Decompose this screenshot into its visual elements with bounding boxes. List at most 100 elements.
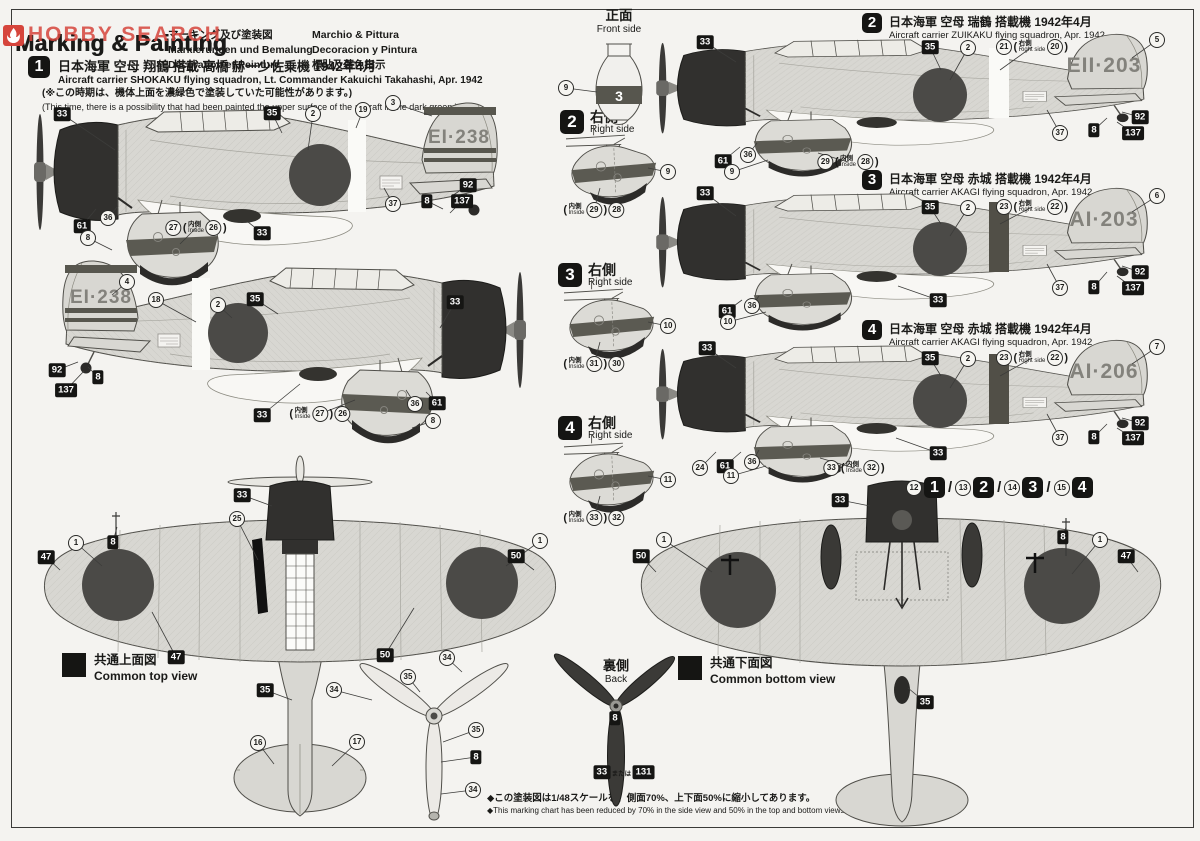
callout: 33 [831,493,849,507]
section2-header: 2 日本海軍 空母 瑞鶴 搭載機 1942年4月 Aircraft carrie… [862,13,1105,41]
callout: 92 [1131,265,1149,279]
common-top-view [43,455,557,817]
callout: 36 [407,396,423,412]
callout: 33 [929,446,947,460]
strip-circle-number: 12 [906,479,922,496]
callout: 8 [92,370,104,384]
callout: 92 [459,178,477,192]
callout: 2 [960,351,976,367]
callout: 35 [921,40,939,54]
callout: 137 [55,383,77,397]
section4-title-jp: 日本海軍 空母 赤城 搭載機 1942年4月 [889,322,1092,336]
aircraft4-side-view: AI·206 [655,339,1149,484]
callout: 33 [253,226,271,240]
legend-swatch-top [62,653,86,677]
callout: 34 [326,682,342,698]
section3-number: 3 [862,170,882,190]
strip-circle-number: 15 [1053,479,1070,496]
callout: 47 [1117,549,1135,563]
callout: 8 [470,750,482,764]
right-side-header-3: 3 右側 Right side [558,263,632,288]
callout: 24 [692,460,708,476]
callout: 35 [263,106,281,120]
bomb-band-mark: 3 [615,88,623,104]
strip-scheme-number: 3 [1022,477,1044,498]
callout: 37 [385,196,401,212]
callout: 3 [385,95,401,111]
callout: 35 [246,292,264,306]
callout: 50 [507,549,525,563]
header-translations-2: Marchio & Pittura Decoracion y Pintura 標… [312,29,418,72]
callout: 47 [167,650,185,664]
back-view-header: 裏側 Back [602,658,629,685]
section2-title-en: Aircraft carrier ZUIKAKU flying squadron… [889,30,1105,41]
section1-title-en: Aircraft carrier SHOKAKU flying squadron… [58,75,483,86]
watermark-text: HOBBY SEARCH [28,23,222,46]
callout: 35 [921,200,939,214]
section1-note: (※この時期は、機体上面を濃緑色で塗装していた可能性があります。) (This … [42,88,458,112]
callout: 37 [1052,125,1068,141]
callout: 33 [446,295,464,309]
callout: 33 [53,107,71,121]
legend-common-bottom-view: 共通下面図 Common bottom view [678,656,835,686]
callout: 35 [916,695,934,709]
callout: 11 [660,472,676,488]
callout: 8 [421,194,433,208]
tail-code-1a: EI·238 [428,127,490,148]
callout: 8 [609,711,621,725]
callout: 92 [1131,416,1149,430]
callout: 36 [744,454,760,470]
callout: 33 [696,35,714,49]
hobbysearch-watermark: HOBBY SEARCH [3,23,222,47]
callout: 1 [656,532,672,548]
callout: 2 [210,297,226,313]
aircraft3-side-view: AI·203 [655,187,1149,332]
callout: 4 [119,274,135,290]
page-title: Marking & Painting [15,30,227,56]
strip-scheme-number: 4 [1071,477,1093,498]
callout: 47 [37,550,55,564]
callout: 11 [723,468,739,484]
callout: 33 [698,341,716,355]
callout: 2 [960,200,976,216]
front-side-bomb-detail: 3 [595,43,643,125]
tail-code-3: AI·203 [1069,208,1138,231]
section3-header: 3 日本海軍 空母 赤城 搭載機 1942年4月 Aircraft carrie… [862,170,1092,198]
callout: 33 [233,488,251,502]
tail-code-4: AI·206 [1069,360,1138,383]
callout: 35 [921,351,939,365]
aircraft1-side-view-left: EI·238 [33,101,499,287]
section2-title-jp: 日本海軍 空母 瑞鶴 搭載機 1942年4月 [889,15,1092,29]
right-side-header-4: 4 右側 Right side [558,416,632,441]
callout: 2 [960,40,976,56]
callout: 33 [929,293,947,307]
callout: 1 [68,535,84,551]
callout: 50 [632,549,650,563]
callout: 7 [1149,339,1165,355]
callout: 8 [80,230,96,246]
callout: 6 [1149,188,1165,204]
callout: 137 [1122,281,1144,295]
aircraft2-side-view: EII·203 [655,33,1149,178]
section4-number: 4 [862,320,882,340]
callout: 25 [229,511,245,527]
callout: 33 [696,186,714,200]
callout: 10 [660,318,676,334]
callout: 2 [305,106,321,122]
callout: 8 [1057,530,1069,544]
callout: 61 [73,219,91,233]
callout: 137 [1122,126,1144,140]
strip-circle-number: 14 [1004,479,1021,496]
callout: 137 [451,194,473,208]
callout: 34 [465,782,481,798]
section1-number: 1 [28,56,50,78]
